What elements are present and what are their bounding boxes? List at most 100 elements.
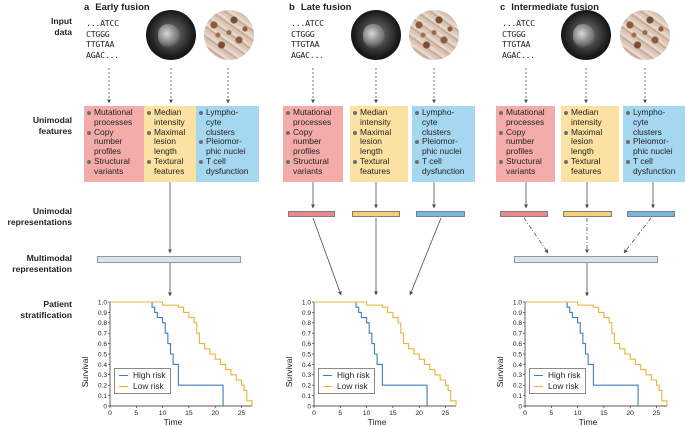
x-tick-label: 15: [389, 410, 397, 417]
feature-text: phic nuclei: [206, 146, 246, 157]
y-tick-label: 0.9: [513, 310, 522, 317]
y-tick-label: 0: [103, 403, 107, 410]
panel-title-text: Intermediate fusion: [511, 2, 599, 13]
feature-text: cyte: [633, 116, 649, 127]
legend-item-high-risk: High risk: [534, 370, 581, 381]
y-tick-label: 0.8: [302, 320, 311, 327]
feature-item: Pleiomor-phic nuclei: [414, 137, 473, 157]
legend-swatch: [323, 386, 332, 388]
dna-line: AGAC...: [291, 49, 324, 60]
legend-label: High risk: [337, 370, 370, 380]
y-axis-label: Survival: [495, 357, 505, 388]
legend-label: High risk: [548, 370, 581, 380]
y-tick-label: 0.1: [513, 393, 522, 400]
feature-text: lesion: [154, 136, 176, 147]
dna-line: CTGGG: [291, 28, 315, 39]
dna-line: TTGTAA: [86, 39, 115, 49]
row-label-line: representation: [12, 263, 72, 274]
y-tick-label: 0.7: [98, 331, 107, 338]
y-axis-label: Survival: [80, 357, 90, 388]
feature-text: Mutational: [94, 107, 133, 117]
dna-line: TTGTAA: [502, 39, 531, 49]
feature-text: Mutational: [506, 107, 545, 117]
row-label-patient-stratification: Patient stratification: [0, 299, 72, 320]
row-label-multimodal-representation: Multimodal representation: [0, 253, 72, 274]
y-tick-label: 0.3: [513, 372, 522, 379]
feature-text: profiles: [94, 146, 121, 157]
series-line-high-risk: [314, 301, 428, 406]
feature-text: number: [293, 136, 322, 147]
ct-scan-image: [146, 10, 196, 60]
feature-text: phic nuclei: [633, 146, 673, 157]
series-line-high-risk: [110, 301, 224, 406]
feature-text: Mutational: [293, 107, 332, 117]
row-label-line: features: [38, 125, 72, 136]
feature-text: Textural: [360, 155, 390, 166]
legend-swatch: [534, 375, 543, 377]
feature-text: features: [360, 165, 391, 176]
feature-text: clusters: [206, 126, 235, 137]
dna-line: ...ATCC: [86, 18, 119, 28]
feature-text: number: [94, 136, 123, 147]
legend-label: Low risk: [548, 381, 579, 391]
y-tick-label: 0.4: [98, 362, 107, 369]
legend-swatch: [119, 375, 128, 377]
histology-image: [204, 10, 254, 60]
feature-text: T cell: [633, 155, 653, 166]
dna-line: TTGTAA: [291, 39, 320, 49]
x-tick-label: 15: [185, 410, 193, 417]
series-line-high-risk: [525, 301, 639, 406]
feature-text: length: [571, 146, 594, 157]
row-label-line: Unimodal: [32, 115, 72, 125]
series-line-low-risk: [525, 301, 668, 406]
row-label-line: Multimodal: [26, 253, 72, 263]
radiology-representation-bar: [352, 211, 400, 217]
y-tick-label: 0.2: [302, 383, 311, 390]
y-tick-label: 0.4: [302, 362, 311, 369]
feature-text: Maximal: [571, 126, 603, 137]
row-label-line: stratification: [20, 309, 72, 320]
row-label-line: Unimodal: [32, 206, 72, 216]
y-tick-label: 0.5: [513, 351, 522, 358]
radiology-representation-bar: [563, 211, 612, 217]
feature-text: Copy: [94, 126, 114, 137]
feature-text: intensity: [154, 116, 185, 127]
feature-text: processes: [293, 116, 332, 127]
feature-text: Copy: [506, 126, 526, 137]
genomic-representation-bar: [500, 211, 548, 217]
feature-text: clusters: [633, 126, 662, 137]
panel-letter: a: [84, 2, 90, 13]
panel-title-text: Late fusion: [300, 2, 352, 13]
feature-text: Pleiomor-: [206, 136, 242, 147]
feature-text: Textural: [571, 155, 601, 166]
feature-text: Median: [360, 107, 388, 117]
y-tick-label: 0.7: [302, 331, 311, 338]
x-axis-label: Time: [368, 417, 387, 427]
y-tick-label: 0.9: [98, 310, 107, 317]
series-line-low-risk: [314, 301, 457, 406]
x-tick-label: 5: [549, 410, 553, 417]
x-tick-label: 10: [159, 410, 167, 417]
feature-text: cyte: [422, 116, 438, 127]
y-tick-label: 0: [518, 403, 522, 410]
x-tick-label: 0: [523, 410, 527, 417]
y-tick-label: 0.6: [98, 341, 107, 348]
y-tick-label: 0.2: [513, 383, 522, 390]
histology-image: [409, 10, 459, 60]
feature-text: number: [506, 136, 535, 147]
row-label-line: representations: [7, 216, 72, 227]
representation-arrow: [523, 217, 549, 254]
